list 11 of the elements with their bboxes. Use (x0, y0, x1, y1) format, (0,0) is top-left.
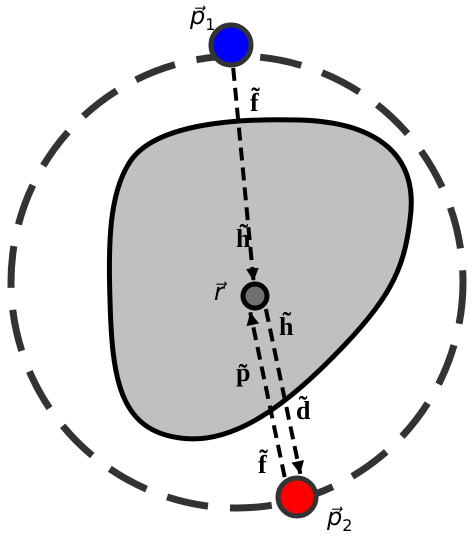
vector-label: h̃ (236, 226, 250, 252)
vector-label: h̃ (279, 314, 294, 340)
edge-label: d̃ (296, 398, 310, 424)
dashed-arrow (246, 312, 287, 478)
dashed-arrow (231, 68, 259, 282)
dashed-arrow (264, 308, 304, 474)
edge-label: p̃ (236, 360, 250, 386)
point-marker (276, 476, 318, 518)
point-label: p⃗$_{2}$ (327, 505, 352, 534)
point-label: p⃗$_{1}$ (190, 4, 216, 33)
point-marker (240, 282, 270, 310)
